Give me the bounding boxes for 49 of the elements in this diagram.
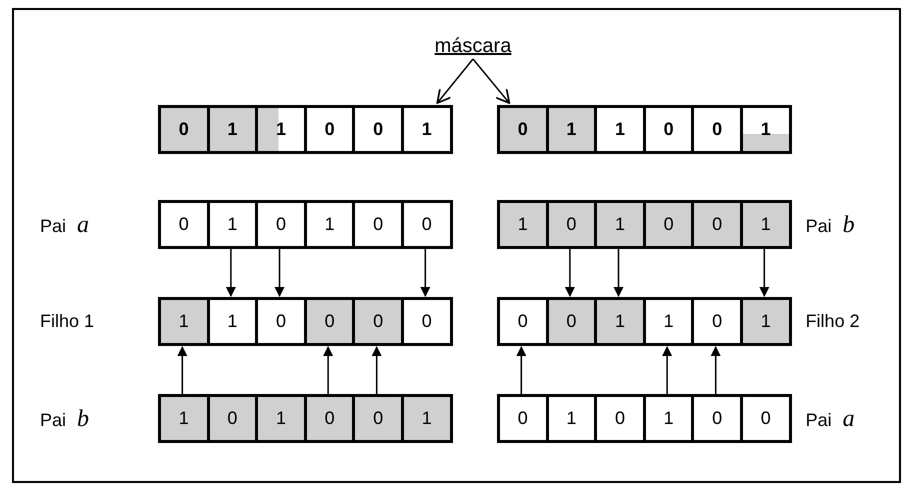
arrow: [436, 58, 474, 104]
arrow: [420, 249, 430, 297]
mask-label: máscara: [434, 34, 512, 58]
arrow: [759, 249, 770, 297]
bit-cell: 0: [642, 203, 692, 246]
arrow: [274, 249, 284, 297]
bit-cell: 0: [352, 397, 401, 440]
bit-cell: 1: [255, 397, 304, 440]
bit-cell: 1: [642, 397, 692, 440]
bit-cell: 1: [500, 203, 546, 246]
arrow: [323, 346, 334, 394]
bit-cell: 1: [161, 300, 207, 343]
row-label: Pai b: [39, 404, 90, 434]
bit-cell: 0: [206, 397, 256, 440]
bit-cell: 1: [594, 300, 643, 343]
arrow: [710, 346, 721, 394]
bit-cell: 0: [304, 397, 352, 440]
row-label: Pai a: [806, 404, 855, 434]
arrow: [472, 58, 510, 104]
bit-cell: 1: [740, 300, 789, 343]
bit-cell: 1: [642, 300, 692, 343]
arrow: [516, 346, 526, 394]
arrow: [177, 346, 188, 394]
row-label: Pai a: [39, 210, 90, 240]
row-label: Filho 1: [39, 310, 96, 333]
bit-cell: 1: [400, 397, 450, 440]
row-label: Pai b: [806, 210, 855, 240]
bit-cell: 0: [500, 108, 546, 151]
bit-cell: 0: [691, 203, 740, 246]
bit-cell: 1: [304, 203, 352, 246]
arrow: [662, 346, 672, 394]
bit-cell: 0: [161, 108, 207, 151]
arrow: [226, 249, 236, 297]
row-label: Filho 2: [806, 310, 860, 333]
bit-cell: 0: [304, 300, 352, 343]
bit-cell: 0: [352, 300, 401, 343]
bit-cell: 1: [594, 203, 643, 246]
arrow: [564, 249, 575, 297]
bit-cell: 0: [546, 203, 594, 246]
bit-cell: 1: [740, 203, 789, 246]
arrow: [372, 346, 382, 394]
bit-cell: 0: [546, 300, 594, 343]
bit-cell: 1: [206, 108, 256, 151]
bit-cell: 1: [546, 108, 594, 151]
bit-cell: 1: [740, 108, 789, 151]
arrow: [614, 249, 624, 297]
bit-cell: 0: [304, 108, 352, 151]
bit-cell: 1: [161, 397, 207, 440]
bit-cell: 0: [642, 108, 692, 151]
